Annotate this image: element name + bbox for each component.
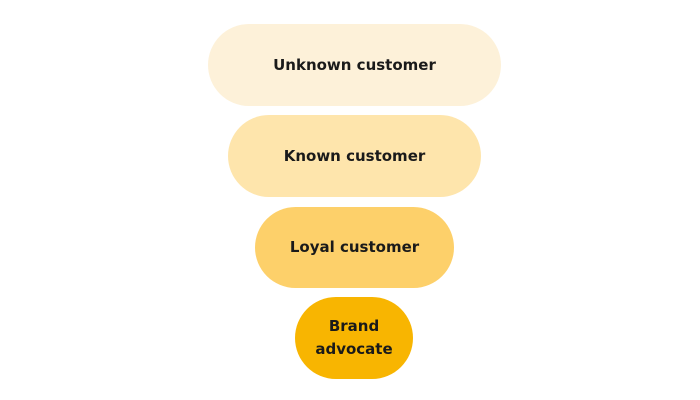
stage-label: Unknown customer [273, 55, 436, 74]
funnel-stage-known-customer: Known customer [228, 115, 481, 197]
funnel-stage-unknown-customer: Unknown customer [208, 24, 501, 106]
stage-label: Loyal customer [289, 238, 420, 256]
stage-label: Known customer [283, 146, 426, 165]
funnel-stage-brand-advocate: Brand advocate [295, 297, 413, 379]
funnel-stage-loyal-customer: Loyal customer [255, 207, 454, 288]
stage-label: Brand advocate [315, 317, 393, 358]
